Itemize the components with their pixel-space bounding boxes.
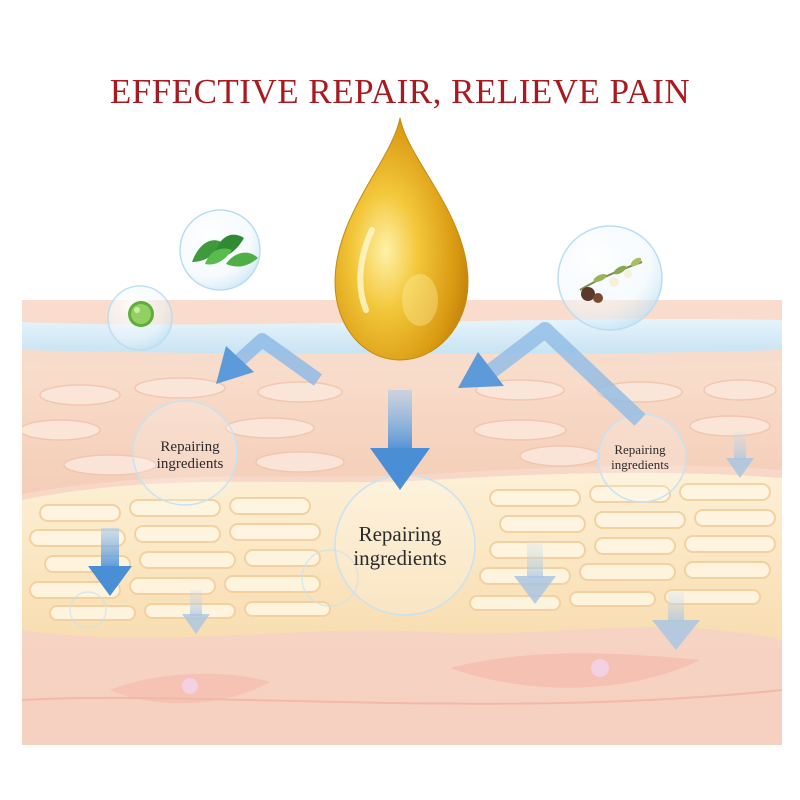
lime-icon	[128, 301, 154, 327]
arrow-center-head	[370, 448, 430, 490]
fat-cells	[29, 483, 776, 621]
label-line-1: Repairing	[160, 439, 220, 455]
dermis-cell-right	[450, 653, 700, 688]
arrows	[88, 322, 754, 650]
bubble-small-2	[69, 591, 107, 629]
label-line-2: ingredients	[611, 456, 669, 472]
bubble-herb	[557, 225, 663, 331]
arrow-left-head	[216, 346, 254, 384]
ingredients-label-left: Repairing ingredients	[120, 439, 260, 473]
cell-nucleus-right	[591, 659, 609, 677]
cell-nucleus-left	[182, 678, 198, 694]
arrow-lower-left-head	[88, 566, 132, 596]
bubble-left	[132, 400, 238, 506]
flower-herb-icon	[579, 257, 643, 303]
label-line-1: Repairing	[614, 442, 666, 457]
ingredients-label-right: Repairing ingredients	[588, 442, 692, 472]
arrow-right-bent	[485, 322, 646, 426]
arrow-left-bent	[235, 333, 323, 386]
arrow-lower-left-shaft	[101, 528, 119, 570]
label-line-1: Repairing	[358, 522, 442, 546]
ingredients-label-center: Repairing ingredients	[320, 522, 480, 570]
headline: EFFECTIVE REPAIR, RELIEVE PAIN	[109, 72, 691, 111]
bubble-small-1	[301, 549, 359, 607]
arrow-center-shaft	[388, 390, 412, 450]
label-line-2: ingredients	[156, 455, 224, 472]
label-line-2: ingredients	[353, 545, 447, 570]
dermis-fiber	[22, 689, 782, 705]
oil-drop-icon	[334, 117, 469, 361]
mint-leaves-icon	[192, 234, 258, 267]
arrow-right-head	[458, 352, 504, 388]
